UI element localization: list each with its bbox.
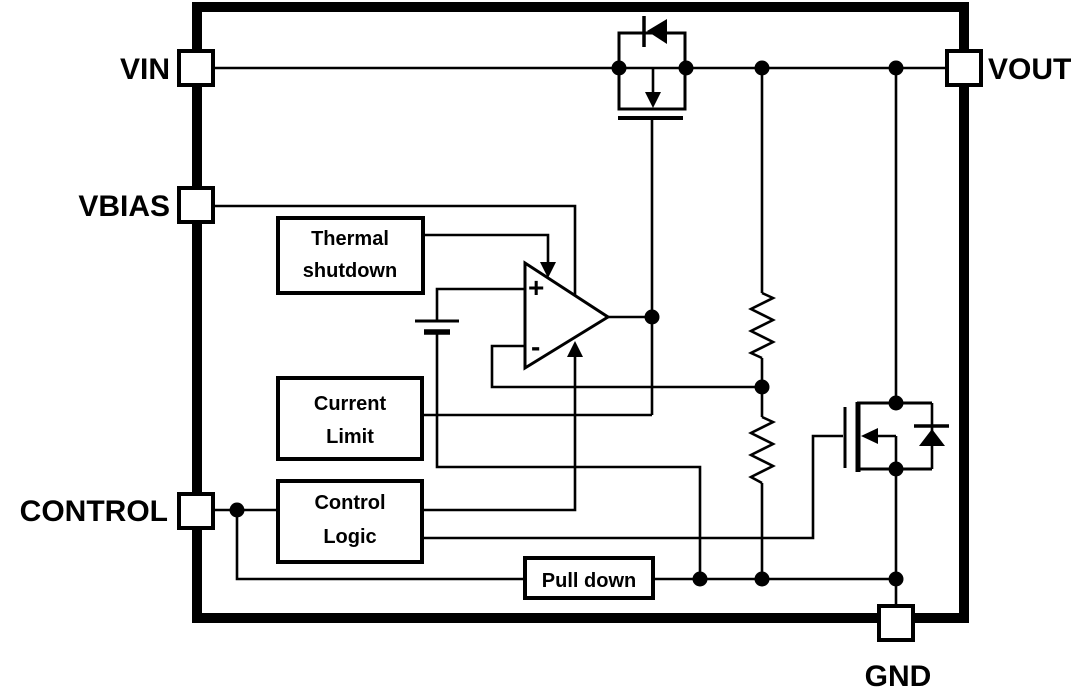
current-limit-label-line1: Current [314, 393, 387, 415]
vout-pin-label: VOUT [988, 53, 1071, 86]
wire-reference-to-plus-input [435, 287, 525, 321]
feedback-resistor-divider-icon [747, 291, 777, 485]
wire-feedback-to-minus-input [490, 344, 762, 389]
body-diode-icon [919, 429, 945, 446]
pin-labels: VIN VBIAS CONTROL VOUT GND [20, 53, 1072, 693]
thermal-shutdown-label-line1: Thermal [311, 228, 389, 250]
reference-battery-icon [415, 319, 459, 335]
thermal-shutdown-arrow-icon [540, 262, 556, 278]
enable-arrow-icon [567, 341, 583, 357]
junction-dot-icon [644, 309, 660, 325]
error-amplifier-body [523, 260, 611, 371]
junction-dots [229, 60, 904, 587]
pins [177, 49, 983, 642]
control-pin-label: CONTROL [20, 495, 168, 528]
thermal-shutdown-label-line2: shutdown [303, 260, 397, 282]
junction-dot-icon [678, 60, 694, 76]
vbias-pin-label: VBIAS [78, 190, 170, 223]
lower-feedback-resistor-icon [748, 415, 777, 485]
junction-dot-icon [888, 60, 904, 76]
control-logic-label-line2: Logic [323, 526, 376, 548]
current-limit-label-line2: Limit [326, 426, 374, 448]
junction-dot-icon [754, 571, 770, 587]
vin-pin-label: VIN [120, 53, 170, 86]
junction-dot-icon [229, 502, 245, 518]
gnd-pin-label: GND [865, 660, 932, 693]
control-pin [177, 492, 215, 530]
gnd-pin [877, 604, 915, 642]
wire-control-logic-to-nmos-gate [422, 434, 843, 540]
vin-pin [177, 49, 215, 87]
vout-pin [945, 49, 983, 87]
error-amplifier-triangle-icon: + - [523, 260, 611, 371]
ic-boundary [192, 2, 969, 623]
junction-dot-icon [888, 395, 904, 411]
junction-dot-icon [692, 571, 708, 587]
wires [213, 66, 947, 610]
junction-dot-icon [611, 60, 627, 76]
junction-dot-icon [888, 461, 904, 477]
wire-control-to-pull-down [235, 510, 525, 581]
pull-down-block [523, 556, 655, 600]
nmos-arrow-icon [861, 428, 878, 444]
nmos-discharge-fet-icon [843, 401, 949, 472]
thermal-shutdown-block [276, 216, 425, 295]
junction-dot-icon [888, 571, 904, 587]
pass-fet-arrow-icon [645, 92, 661, 108]
upper-feedback-resistor-icon [747, 291, 777, 360]
wire-thermal-to-amplifier [423, 233, 550, 264]
wire-reference-ground-return [435, 332, 702, 579]
control-logic-label-line1: Control [314, 492, 385, 514]
junction-dot-icon [754, 379, 770, 395]
wire-vbias-to-amplifier [214, 204, 577, 296]
wire-control-logic-to-amplifier [422, 355, 577, 512]
vbias-pin [177, 186, 215, 224]
amplifier-plus-sign: + [528, 272, 544, 303]
function-blocks: Thermal shutdown Current Limit Control L… [276, 216, 655, 600]
current-limit-block [276, 376, 424, 461]
pull-down-label: Pull down [542, 570, 636, 592]
control-logic-block [276, 479, 424, 564]
amplifier-minus-sign: - [531, 331, 540, 362]
junction-dot-icon [754, 60, 770, 76]
body-diode-icon [647, 19, 667, 44]
